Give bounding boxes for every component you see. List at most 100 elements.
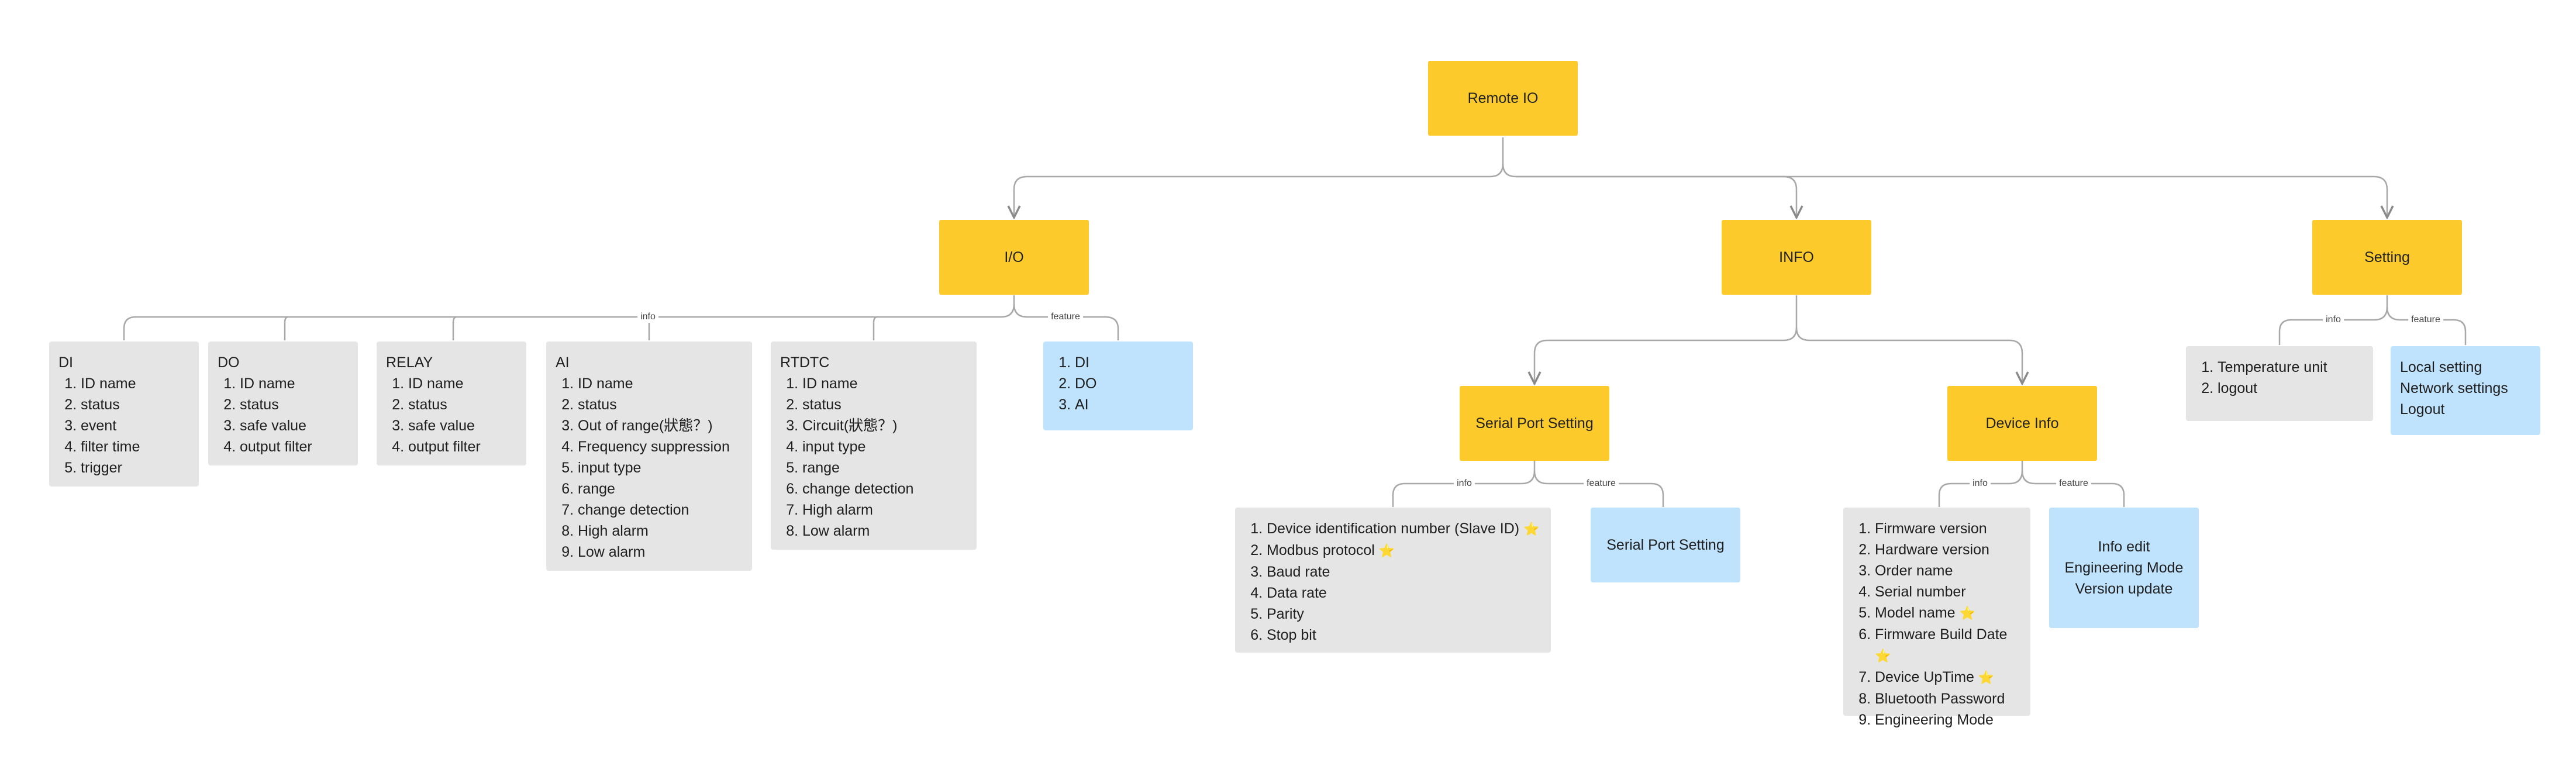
list-item: AI [1075,394,1184,415]
list-item: change detection [802,478,967,499]
list-item: Data rate [1267,582,1542,603]
list-item: Bluetooth Password [1875,688,2021,709]
node-info-label: INFO [1779,249,1814,265]
list-item: Out of range(狀態？) [578,415,743,436]
list-item: status [408,394,517,415]
card-serial-feature-text: Serial Port Setting [1606,537,1725,553]
io-feature-edge-label: feature [1048,311,1083,323]
device-feature-item: Engineering Mode [2064,560,2184,576]
device-feature-item: Version update [2075,581,2173,597]
card-device-info-list: Firmware version Hardware version Order … [1853,518,2021,730]
star-icon: ⭐ [1875,649,1891,663]
list-item: Engineering Mode [1875,709,2021,730]
list-item: Modbus protocol ⭐ [1267,540,1542,561]
card-ai-list: ID name status Out of range(狀態？) Frequen… [556,373,743,563]
list-item: ID name [81,373,189,394]
setting-feature-item: Network settings [2400,380,2508,396]
list-item: Parity [1267,603,1542,625]
device-info-edge-label: info [1970,478,1991,489]
list-item: Hardware version [1875,539,2021,560]
card-di-list: ID name status event filter time trigger [58,373,189,478]
list-item: High alarm [578,520,743,541]
node-setting[interactable]: Setting [2312,220,2462,295]
setting-feature-item: Local setting [2400,359,2482,375]
list-item: range [802,457,967,478]
card-serial-info: Device identification number (Slave ID) … [1235,508,1551,653]
node-serial-port-setting[interactable]: Serial Port Setting [1460,386,1609,461]
card-di-title: DI [58,354,73,371]
list-item: trigger [81,457,189,478]
list-item: range [578,478,743,499]
device-feature-item: Info edit [2098,539,2150,555]
list-item: ID name [240,373,349,394]
list-item: Low alarm [578,541,743,563]
list-item: High alarm [802,499,967,520]
node-info[interactable]: INFO [1722,220,1871,295]
card-device-info: Firmware version Hardware version Order … [1843,508,2030,728]
card-setting-info: Temperature unit logout [2186,346,2373,421]
list-item: status [578,394,743,415]
setting-feature-edge-label: feature [2408,314,2443,326]
list-item: logout [2218,378,2364,399]
root-node-remote-io[interactable]: Remote IO [1428,61,1578,136]
card-setting-info-list: Temperature unit logout [2195,357,2364,399]
root-node-label: Remote IO [1467,89,1539,106]
list-item: safe value [408,415,517,436]
list-item: ID name [578,373,743,394]
node-io[interactable]: I/O [939,220,1089,295]
list-item: Baud rate [1267,561,1542,582]
card-ai: AI ID name status Out of range(狀態？) Freq… [546,342,752,571]
node-device-info[interactable]: Device Info [1947,386,2097,461]
star-icon: ⭐ [1378,543,1395,558]
list-item: Device identification number (Slave ID) … [1267,518,1542,540]
card-io-features-list: DI DO AI [1053,352,1184,415]
list-item: Firmware Build Date ⭐ [1875,624,2021,667]
card-serial-feature: Serial Port Setting [1591,508,1740,582]
device-feature-edge-label: feature [2056,478,2091,489]
list-item: filter time [81,436,189,457]
node-setting-label: Setting [2364,249,2410,265]
setting-info-edge-label: info [2323,314,2344,326]
list-item: Firmware version [1875,518,2021,539]
list-item: event [81,415,189,436]
list-item: status [240,394,349,415]
card-relay-list: ID name status safe value output filter [386,373,517,457]
card-rtdtc-title: RTDTC [780,354,830,371]
list-item: Temperature unit [2218,357,2364,378]
card-io-features: DI DO AI [1043,342,1193,430]
setting-feature-item: Logout [2400,401,2445,418]
node-io-label: I/O [1004,249,1024,265]
card-relay: RELAY ID name status safe value output f… [377,342,526,465]
list-item: Serial number [1875,581,2021,602]
list-item: ID name [802,373,967,394]
card-serial-info-list: Device identification number (Slave ID) … [1244,518,1542,646]
serial-info-edge-label: info [1454,478,1475,489]
list-item: DI [1075,352,1184,373]
list-item: status [802,394,967,415]
node-device-info-label: Device Info [1985,415,2059,432]
list-item: input type [802,436,967,457]
list-item: input type [578,457,743,478]
card-do-list: ID name status safe value output filter [218,373,349,457]
star-icon: ⭐ [1523,522,1540,536]
list-item: Model name ⭐ [1875,602,2021,624]
card-di: DI ID name status event filter time trig… [49,342,199,487]
list-item: status [81,394,189,415]
card-device-features: Info edit Engineering Mode Version updat… [2049,508,2199,628]
io-info-edge-label: info [637,311,658,323]
card-setting-features: Local setting Network settings Logout [2391,346,2540,435]
card-do: DO ID name status safe value output filt… [208,342,358,465]
serial-feature-edge-label: feature [1584,478,1619,489]
card-do-title: DO [218,354,240,371]
card-relay-title: RELAY [386,354,433,371]
list-item: change detection [578,499,743,520]
list-item: Frequency suppression [578,436,743,457]
list-item: DO [1075,373,1184,394]
card-rtdtc: RTDTC ID name status Circuit(狀態？) input … [771,342,977,550]
list-item: ID name [408,373,517,394]
node-serial-port-setting-label: Serial Port Setting [1475,415,1594,432]
card-ai-title: AI [556,354,570,371]
card-rtdtc-list: ID name status Circuit(狀態？) input type r… [780,373,967,541]
list-item: safe value [240,415,349,436]
list-item: Circuit(狀態？) [802,415,967,436]
